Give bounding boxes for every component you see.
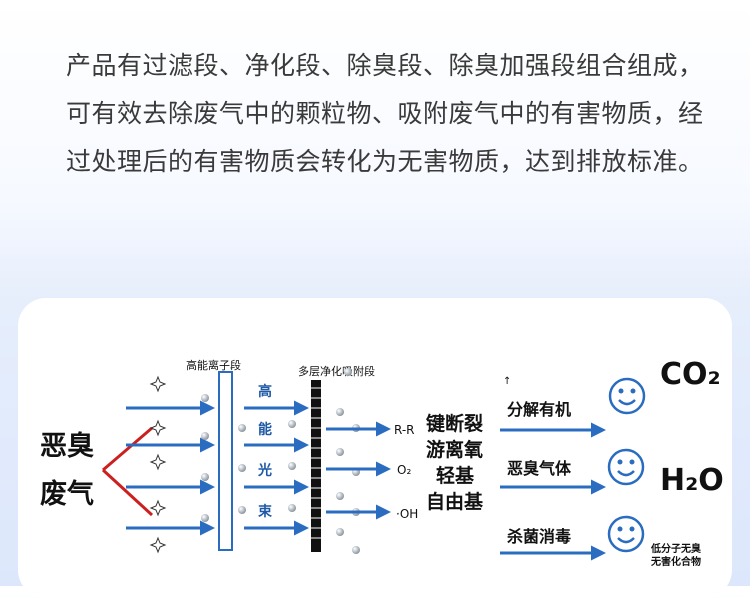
gas-molecules-3 (336, 368, 360, 554)
burst-particle-icon (149, 499, 167, 517)
intro-paragraph: 产品有过滤段、净化段、除臭段、除臭加强段组合组成，可有效去除废气中的颗粒物、吸附… (66, 51, 704, 176)
beam-char-2: 能 (258, 421, 272, 438)
adsorption-filter (311, 380, 321, 552)
burst-particle-icon (149, 536, 167, 554)
burst-particle-icon (149, 453, 167, 471)
effect-arrows (500, 422, 606, 561)
effect-label-2: 恶臭气体 (507, 459, 572, 478)
effect-label-3: 杀菌消毒 (507, 527, 571, 546)
ion-tube (218, 371, 233, 551)
smiley-icon (607, 515, 645, 553)
beam-char-3: 光 (257, 462, 272, 479)
source-label-line1: 恶臭 (40, 431, 94, 462)
beam-char-4: 束 (258, 503, 273, 520)
beam-char-1: 高 (258, 383, 272, 400)
stage1-arrows (244, 400, 309, 536)
particle-bursts (149, 375, 167, 554)
gas-molecules-1 (201, 394, 209, 522)
product3-line1: 低分子无臭 (650, 542, 701, 555)
radical-rr: R-R (394, 423, 415, 437)
effect-label-1: 分解有机 (507, 400, 571, 419)
reaction-arrows (326, 421, 391, 520)
stage2-label: 多层净化吸附段 (298, 364, 375, 378)
process-diagram: 恶臭 废气 高能离子段 高 能 光 束 (40, 357, 724, 568)
product3-line2: 无害化合物 (650, 555, 701, 568)
radical-o2: O₂ (397, 463, 411, 477)
smiley-icon (607, 448, 645, 486)
product-h2o: H₂O (660, 463, 724, 498)
burst-particle-icon (149, 375, 167, 393)
radical-oh: ·OH (396, 507, 418, 521)
smiley-icon (608, 377, 646, 415)
burst-particle-icon (149, 419, 167, 437)
tick-mark: ↑ (503, 376, 511, 387)
product-co2: CO₂ (660, 357, 721, 392)
mechanism-line-2: 游离氧 (426, 438, 483, 461)
source-fork (101, 426, 154, 517)
stage1-label: 高能离子段 (186, 358, 241, 372)
mechanism-line-1: 键断裂 (425, 412, 483, 435)
source-label-line2: 废气 (40, 478, 94, 510)
inlet-arrows (126, 400, 215, 536)
mechanism-line-4: 自由基 (426, 490, 484, 513)
gas-molecules-2 (238, 420, 296, 514)
filter-mesh (311, 387, 321, 539)
mechanism-line-3: 轻基 (436, 464, 475, 487)
diagram-panel (18, 298, 732, 598)
